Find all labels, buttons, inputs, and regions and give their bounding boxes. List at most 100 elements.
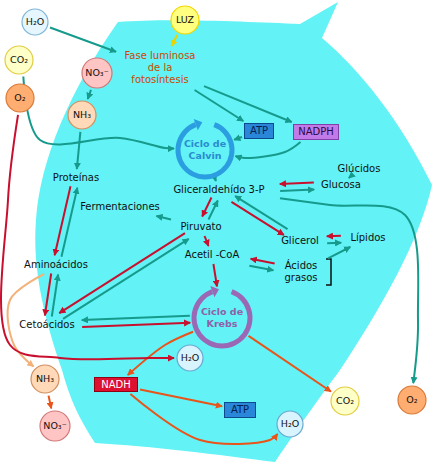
node-text: NH₃	[73, 109, 91, 121]
pathway-arrow	[234, 137, 242, 140]
node-text: Aminoácidos	[24, 259, 88, 271]
pathway-arrow	[202, 197, 211, 216]
circle-shape	[6, 84, 34, 112]
node-text: H₂O	[181, 352, 199, 364]
metabolite-label: Aminoácidos	[18, 258, 94, 272]
node-text: O₂	[14, 92, 25, 104]
node-text: CO₂	[10, 54, 28, 66]
metabolite-label: Glúcidos	[332, 162, 386, 176]
pathway-arrow	[61, 188, 77, 257]
node-text: NO₃⁻	[43, 420, 66, 432]
metabolite-label: Glucosa	[316, 178, 366, 192]
circle-shape	[277, 411, 303, 437]
cycle-ring-group	[176, 119, 235, 179]
node-text: Glucosa	[321, 179, 361, 191]
pathway-arrow	[195, 90, 244, 121]
node-text: Glicerol	[281, 235, 319, 247]
pathway-arrow	[171, 35, 177, 46]
molecule-circle: NH₃	[67, 100, 97, 130]
connector-group	[1, 28, 418, 445]
pathway-arrow	[130, 394, 277, 444]
cycle-arc	[192, 289, 253, 348]
cell-body	[35, 2, 432, 462]
pathway-arrow	[52, 275, 58, 317]
metabolite-label: Cetoácidos	[14, 318, 80, 332]
pathway-arrow	[77, 132, 81, 169]
node-text: LUZ	[176, 14, 194, 26]
pathway-arrow	[82, 316, 190, 320]
pathway-arrow	[327, 235, 341, 238]
lipid-bracket	[326, 259, 331, 285]
pathway-arrow	[1, 115, 174, 360]
pathway-arrow	[349, 176, 351, 178]
circle-shape	[177, 345, 203, 371]
node-text: ATP	[250, 125, 268, 137]
circle-shape	[31, 365, 59, 393]
metabolite-label: Ácidos grasos	[276, 258, 326, 286]
pathway-arrow	[280, 198, 418, 383]
pathway-arrow	[328, 247, 350, 258]
metabolite-label: Acetil -CoA	[176, 248, 248, 262]
pathway-arrow	[235, 142, 300, 158]
pathway-arrow	[140, 389, 222, 406]
node-text: O₂	[406, 394, 417, 406]
circle-shape	[331, 387, 359, 415]
circle-shape	[171, 6, 199, 34]
node-text: NO₃⁻	[85, 67, 108, 79]
molecule-circle: H₂O	[276, 410, 304, 438]
pathway-arrow	[231, 202, 283, 235]
metabolite-label: Lípidos	[343, 231, 393, 245]
cycle-ring: Ciclo de Krebs	[188, 284, 256, 352]
molecule-circle: CO₂	[4, 45, 34, 75]
node-text: Glúcidos	[338, 163, 381, 175]
pathway-arrow	[205, 236, 209, 246]
node-text: Piruvato	[180, 221, 221, 233]
pathway-arrow	[214, 179, 217, 181]
pathway-arrow	[280, 183, 314, 184]
pathway-arrow	[249, 266, 273, 271]
node-text: Ácidos grasos	[276, 260, 326, 284]
molecule-circle: O₂	[5, 83, 35, 113]
molecule-circle: NH₃	[30, 364, 60, 394]
node-text: Lípidos	[350, 232, 385, 244]
node-text: Fermentaciones	[80, 201, 160, 213]
pathway-arrow	[249, 336, 331, 392]
circle-shape	[40, 411, 70, 441]
pathway-arrow	[55, 186, 71, 255]
node-text: Proteínas	[53, 172, 99, 184]
pathway-arrow	[50, 28, 116, 52]
energy-box: NADPH	[293, 124, 339, 140]
node-text: NH₃	[36, 373, 54, 385]
node-text: Acetil -CoA	[185, 249, 240, 261]
node-text: CO₂	[336, 395, 354, 407]
node-text: ATP	[231, 404, 249, 416]
pathway-arrow	[63, 239, 189, 319]
pathway-arrow	[59, 233, 185, 313]
cycle-arc	[176, 122, 235, 179]
pathway-arrow	[82, 323, 190, 327]
pathway-arrow	[156, 216, 171, 220]
circle-shape	[68, 101, 96, 129]
molecule-circle: CO₂	[330, 386, 360, 416]
metabolite-label: Gliceraldehído 3-P	[160, 183, 278, 197]
node-text: H₂O	[281, 418, 299, 430]
pathway-arrow	[251, 259, 275, 264]
molecule-circle: O₂	[397, 385, 427, 415]
metabolite-label: Piruvato	[173, 220, 229, 234]
cycle-arrowhead	[210, 286, 219, 297]
node-text: NADH	[101, 379, 131, 391]
circle-shape	[5, 46, 33, 74]
energy-box: NADH	[94, 377, 138, 392]
molecule-circle: NO₃⁻	[39, 410, 71, 442]
cycle-ring: Ciclo de Calvin	[172, 117, 238, 183]
molecule-circle: NO₃⁻	[81, 57, 113, 89]
node-text: Fase luminosa de la fotosíntesis	[118, 50, 202, 86]
energy-box: ATP	[224, 402, 256, 418]
pathway-arrow	[327, 242, 341, 245]
circle-shape	[398, 386, 426, 414]
energy-box: ATP	[244, 123, 274, 139]
pathway-arrow	[88, 90, 91, 99]
cycle-ring-group	[192, 286, 253, 348]
pathway-arrow	[280, 190, 314, 191]
